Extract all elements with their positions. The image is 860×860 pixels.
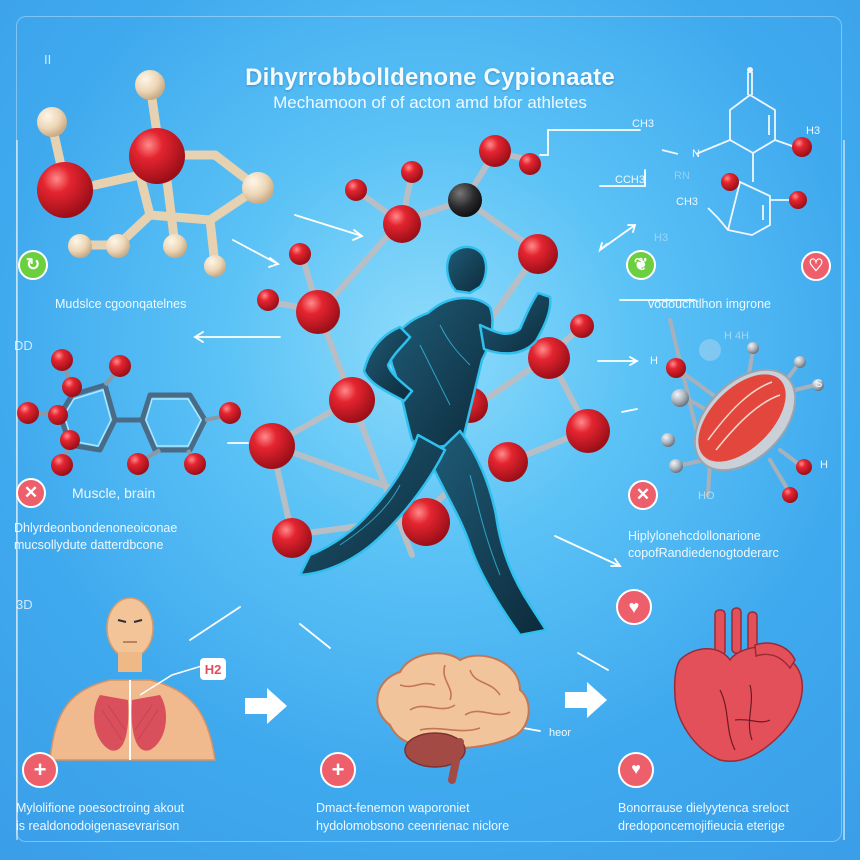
plus-icon-brain: + <box>320 752 356 788</box>
heart-icon: ♡ <box>801 251 831 281</box>
section-label-muscle-brain-2: mucsollydute datterdbcone <box>14 538 164 552</box>
section-heading-muscle-brain: Muscle, brain <box>72 485 156 501</box>
section-label-right-x-2: copofRandiedenogtoderarc <box>628 546 779 560</box>
molecule-2d-left <box>17 349 241 476</box>
plus-icon: + <box>22 752 58 788</box>
molecule-3d-topleft <box>37 70 274 277</box>
side-label-heor: heor <box>549 727 572 739</box>
h2-badge: H2 <box>200 658 226 680</box>
section-label-heart-2: dredoponcemojifieucia eterige <box>618 819 785 833</box>
heart-icon-heart-section: ♥ <box>618 752 654 788</box>
chem-label-ho: HO <box>698 490 715 502</box>
chem-label-h-muscle-top: H 4H <box>724 330 750 342</box>
chem-label-h-muscle-right: H <box>820 459 828 471</box>
chem-label-s: S <box>815 378 823 390</box>
block-arrow-1 <box>245 688 287 724</box>
chem-label-ch3-low: CH3 <box>676 196 699 208</box>
section-label-reduction: vodouchtlhon imgrone <box>648 297 771 311</box>
heart-icon-bottom: ♥ <box>616 589 652 625</box>
chem-label-h-faint: H3 <box>654 232 669 244</box>
page-title: Dihyrrobbolldenone Cypionaate <box>245 64 615 91</box>
athlete-figure <box>298 245 552 637</box>
refresh-icon: ↻ <box>18 250 48 280</box>
section-label-right-x-1: Hiplylonehcdollonarione <box>628 529 761 543</box>
chem-label-rn: RN <box>674 170 690 182</box>
section-label-heart-1: Bonorrause dielyytenca sreloct <box>618 801 789 815</box>
section-label-brain-1: Dmact-fenemon waporoniet <box>316 801 470 815</box>
corner-label-top: II <box>44 52 52 67</box>
section-label-muscle-brain-1: Dhlyrdeonbondenoneoiconae <box>14 521 178 535</box>
structural-formula-topright <box>661 67 812 236</box>
section-label-body-1: Mylolifione poesoctroing akout <box>16 801 185 815</box>
right-divider <box>843 140 845 840</box>
chem-label-ch3-top: CH3 <box>632 118 655 130</box>
corner-label-bottom: 3D <box>16 597 33 612</box>
x-icon: ✕ <box>16 478 46 508</box>
section-label-muscle-gain: Mudslce cgoonqatelnes <box>55 297 187 311</box>
block-arrow-2 <box>565 682 607 718</box>
corner-label-mid: DD <box>14 338 33 353</box>
section-label-body-2: is realdonodoigenasevrarison <box>16 819 180 833</box>
chem-label-h3: H3 <box>806 125 821 137</box>
section-label-brain-2: hydolomobsono ceenrienac niclore <box>316 819 510 833</box>
muscle-molecule-right <box>661 318 824 503</box>
chem-label-n: N <box>692 148 700 160</box>
chem-label-ch3-mid: CCH3 <box>615 174 645 186</box>
chem-label-h-muscle-left: H <box>650 355 658 367</box>
page-subtitle: Mechamoon of of acton amd bfor athletes <box>273 93 587 112</box>
x-icon-right: ✕ <box>628 480 658 510</box>
heart-illustration <box>673 607 804 762</box>
brain-illustration <box>376 652 530 784</box>
human-torso-illustration <box>49 597 216 761</box>
leaf-icon: ❦ <box>626 250 656 280</box>
